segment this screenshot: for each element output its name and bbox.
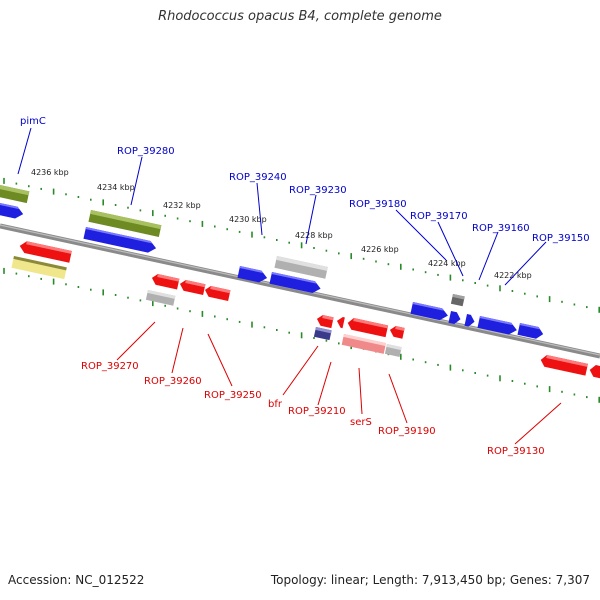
gene-label-ROP_39260[interactable]: ROP_39260 [144,376,202,387]
scale-label: 4232 kbp [163,201,201,210]
topology-text: Topology: linear [270,573,365,587]
gene-reverse-yellow[interactable] [11,256,67,280]
genome-summary: Topology: linear; Length: 7,913,450 bp; … [271,573,590,587]
scale-label: 4236 kbp [31,168,69,177]
gene-ROP_39190[interactable] [384,344,402,357]
scale-labels: 4236 kbp 4234 kbp 4232 kbp 4230 kbp 4228 kbp… [31,168,532,280]
gene-label-ROP_39230[interactable]: ROP_39230 [289,185,347,196]
gene-bfr-red[interactable] [316,314,334,329]
gene-label-ROP_39270[interactable]: ROP_39270 [81,361,139,372]
genes [0,185,600,380]
gene-ROP_39180[interactable] [410,302,449,322]
scale-label: 4226 kbp [361,245,399,254]
scale-ticks-upper [3,177,600,313]
gene-reverse-red-b[interactable] [389,325,405,339]
gene-label-ROP_39240[interactable]: ROP_39240 [229,172,287,183]
scale-ticks-lower [3,267,600,403]
genome-backbone [0,223,600,359]
gene-ROP_39270[interactable] [145,290,176,306]
scale-label: 4230 kbp [229,215,267,224]
reverse-gene-labels: ROP_39270 ROP_39260 ROP_39250 bfr ROP_39… [81,321,562,457]
gene-label-ROP_39250[interactable]: ROP_39250 [204,390,262,401]
gene-label-ROP_39130[interactable]: ROP_39130 [487,446,545,457]
forward-gene-labels: pimC ROP_39280 ROP_39240 ROP_39230 ROP_3… [17,116,590,286]
gene-label-ROP_39210[interactable]: ROP_39210 [288,406,346,417]
gene-reverse-red-a[interactable] [151,273,180,290]
scale-label: 4228 kbp [295,231,333,240]
gene-label-ROP_39190[interactable]: ROP_39190 [378,426,436,437]
scale-label: 4234 kbp [97,183,135,192]
gene-ROP_39250[interactable] [204,285,231,302]
length-text: Length: 7,913,450 bp [372,573,502,587]
gene-bfr[interactable] [313,327,332,341]
gene-reverse-red-left[interactable] [18,240,72,263]
gene-ROP_39170[interactable] [450,294,465,307]
gene-label-pimC[interactable]: pimC [20,116,46,127]
gene-label-ROP_39280[interactable]: ROP_39280 [117,146,175,157]
summary-separator-1: ; [364,573,373,587]
gene-reverse-pink[interactable] [341,334,387,354]
gene-forward-blue-small1[interactable] [448,311,461,325]
scale-label: 4224 kbp [428,259,466,268]
accession-label: Accession: NC_012522 [8,573,145,587]
genes-count-text: Genes: 7,307 [509,573,590,587]
gene-label-ROP_39160[interactable]: ROP_39160 [472,223,530,234]
gene-pimC[interactable] [0,185,30,204]
scale-label: 4222 kbp [494,271,532,280]
gene-forward-blue-small2[interactable] [464,314,475,328]
gene-forward-blue-mid[interactable] [269,272,321,295]
gene-ROP_39150[interactable] [517,323,544,340]
gene-ROP_39230[interactable] [274,256,328,279]
gene-forward-blue-edge[interactable] [0,203,24,220]
gene-ROP_39210[interactable] [336,316,345,329]
gene-ROP_39130[interactable] [539,354,588,376]
gene-label-ROP_39180[interactable]: ROP_39180 [349,199,407,210]
gene-serS[interactable] [346,317,389,338]
gene-label-ROP_39150[interactable]: ROP_39150 [532,233,590,244]
gene-reverse-red-edge[interactable] [588,364,600,380]
gene-ROP_39260[interactable] [179,279,206,296]
gene-ROP_39240[interactable] [237,266,268,284]
gene-label-ROP_39170[interactable]: ROP_39170 [410,211,468,222]
summary-separator-2: ; [502,573,510,587]
gene-ROP_39280[interactable] [83,227,157,254]
gene-label-bfr[interactable]: bfr [268,399,283,410]
gene-ROP_39160[interactable] [477,316,518,336]
gene-ROP_39280-olive[interactable] [88,210,162,237]
gene-label-serS[interactable]: serS [350,417,372,428]
genome-title: Rhodococcus opacus B4, complete genome [158,9,442,24]
